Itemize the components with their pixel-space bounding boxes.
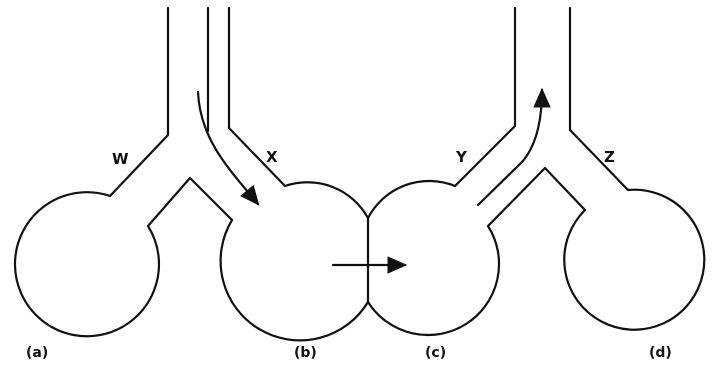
label-y: Y: [455, 148, 468, 166]
channel-x-wall: [227, 6, 370, 220]
bulb-c-lower: [366, 166, 587, 337]
caption-d: (d): [649, 345, 672, 361]
label-z: Z: [604, 148, 615, 166]
flow-arrow-out-of-c: [476, 87, 551, 207]
bulb-c-upper: [366, 6, 517, 220]
caption-b: (b): [294, 345, 317, 361]
label-w: W: [112, 150, 129, 168]
bulb-b: [206, 6, 370, 342]
bulb-d-outline: [563, 128, 706, 331]
bulb-d: [563, 128, 706, 331]
bulb-c: [366, 6, 587, 337]
caption-a: (a): [26, 345, 48, 361]
bulb-a: [13, 6, 234, 338]
flow-arrow-into-b: [196, 90, 260, 206]
bulb-b-lower: [219, 218, 370, 342]
bulb-a-outline: [13, 6, 234, 338]
caption-c: (c): [425, 345, 446, 361]
label-x: X: [266, 148, 278, 166]
